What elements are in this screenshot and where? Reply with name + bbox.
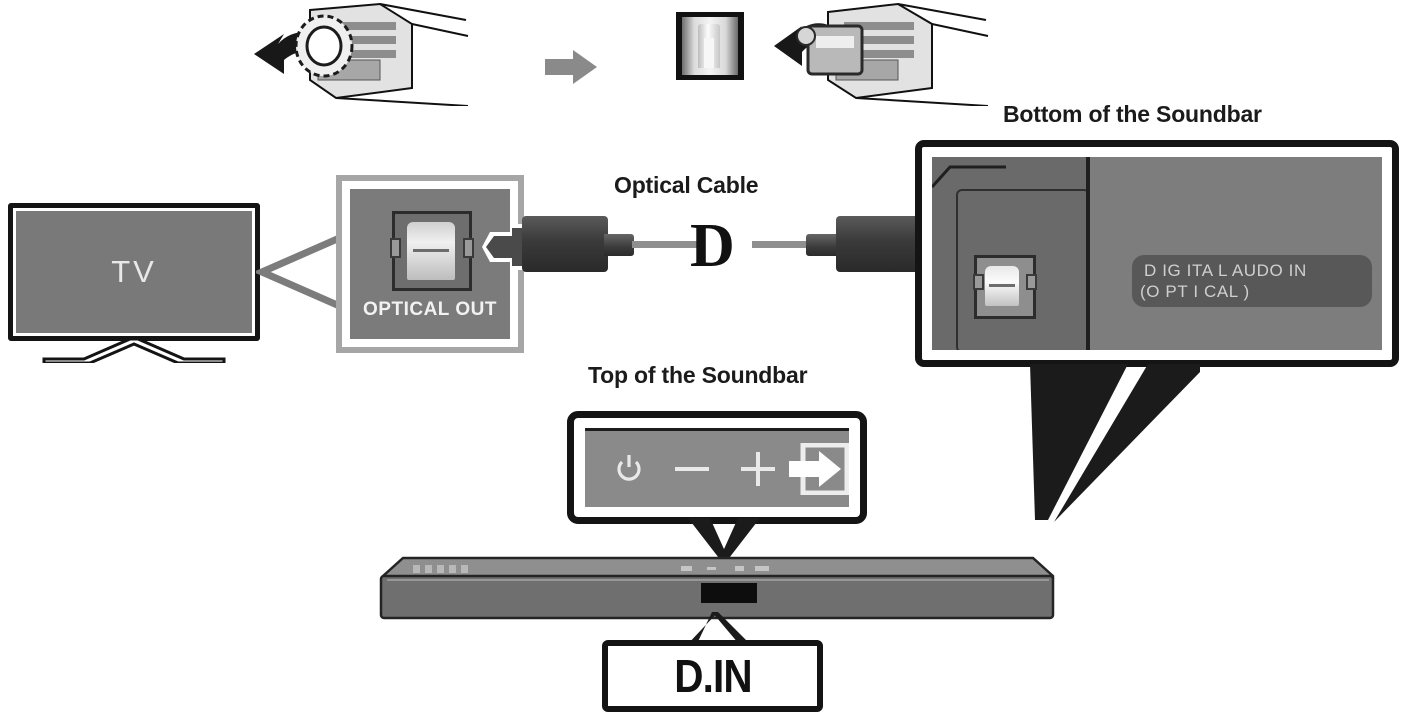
top-panel-callout-pointer <box>688 518 760 562</box>
cable-ferrite-right <box>836 216 922 272</box>
tv-illustration: TV <box>8 203 260 341</box>
din-label: D.IN <box>673 650 752 702</box>
top-panel-surface <box>585 428 849 507</box>
soundbar-top-controls <box>681 566 769 571</box>
bottom-of-soundbar-title: Bottom of the Soundbar <box>1003 101 1262 127</box>
optical-out-panel: OPTICAL OUT <box>336 175 524 353</box>
soundbar-vent-marks <box>413 565 468 573</box>
top-of-soundbar-title: Top of the Soundbar <box>588 362 808 388</box>
soundbar-display-window <box>701 583 757 603</box>
tv-stand <box>42 339 226 363</box>
chip-line-2: (O PT I CAL ) <box>1140 282 1250 302</box>
digital-audio-in-socket-icon <box>973 255 1037 319</box>
volume-up-icon <box>741 452 775 486</box>
bottom-panel-callout-pointer <box>1030 364 1200 522</box>
cable-segment-right <box>752 241 814 248</box>
seated-plug-icon <box>796 24 864 76</box>
cable-segment-left <box>632 241 700 248</box>
step-remove-cap-illustration <box>254 2 469 106</box>
step-insert-plug-illustration <box>774 2 989 106</box>
optical-out-panel-surface: OPTICAL OUT <box>350 189 510 339</box>
protective-cap-icon <box>294 14 354 78</box>
panel-divider <box>1086 157 1090 350</box>
optical-plug-into-tv <box>482 224 532 270</box>
panel-bevel-line <box>932 165 1006 189</box>
optical-plug-closeup <box>676 12 744 80</box>
progress-arrow-icon <box>545 50 597 84</box>
cable-connector-right <box>806 234 840 256</box>
tv-label: TV <box>111 254 157 289</box>
optical-cable-title: Optical Cable <box>614 172 759 198</box>
power-icon <box>617 455 641 481</box>
digital-audio-in-label: D IG ITA L AUDO IN (O PT I CAL ) <box>1132 255 1372 307</box>
top-of-soundbar-panel <box>567 411 867 524</box>
tv-to-panel-pointer <box>256 232 346 312</box>
source-input-icon <box>789 443 849 495</box>
bottom-of-soundbar-panel: D IG ITA L AUDO IN (O PT I CAL ) <box>915 140 1399 367</box>
chip-line-1: D IG ITA L AUDO IN <box>1144 261 1307 280</box>
bottom-panel-surface: D IG ITA L AUDO IN (O PT I CAL ) <box>932 157 1382 350</box>
cable-ferrite-left <box>522 216 608 272</box>
cable-connector-left <box>604 234 634 256</box>
soundbar-illustration <box>379 556 1055 620</box>
tv-screen: TV <box>16 211 252 333</box>
din-callout-box: D.IN <box>602 640 823 712</box>
cable-break-symbol: D <box>690 212 735 280</box>
optical-out-socket-icon <box>390 211 474 291</box>
volume-down-icon <box>675 467 709 471</box>
optical-out-label: OPTICAL OUT <box>363 299 497 320</box>
